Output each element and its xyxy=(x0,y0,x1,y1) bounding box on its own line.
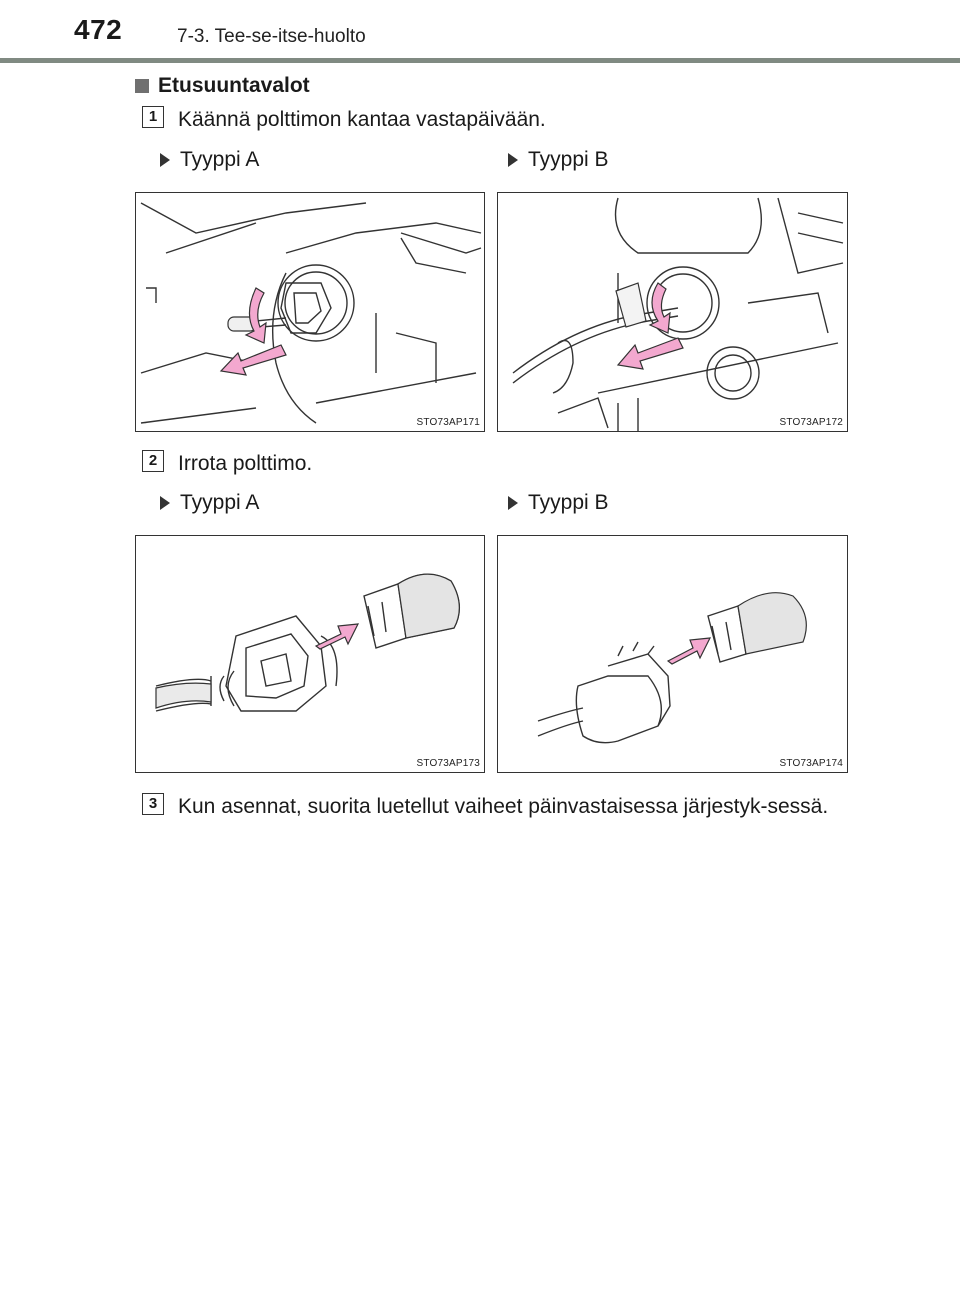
bulb-removal-illustration-b xyxy=(537,592,807,744)
step-3-text: Kun asennat, suorita luetellut vaiheet p… xyxy=(178,795,829,818)
rotate-arrow-icon xyxy=(244,287,267,344)
bulb-socket-rotate-illustration-a xyxy=(140,202,482,424)
triangle-right-icon xyxy=(160,153,170,167)
section-heading-text: Etusuuntavalot xyxy=(158,74,310,97)
section-heading: Etusuuntavalot xyxy=(135,74,310,98)
triangle-right-icon xyxy=(160,496,170,510)
figure-step2-type-b: STO73AP174 xyxy=(497,535,848,773)
bulb-removal-illustration-a xyxy=(155,573,460,712)
bulb-socket-rotate-illustration-b xyxy=(512,197,844,431)
section-path: 7-3. Tee-se-itse-huolto xyxy=(177,26,366,47)
step-badge-1: 1 xyxy=(142,106,164,128)
step-2-type-a-label: Tyyppi A xyxy=(160,491,259,515)
step-1-text: Käännä polttimon kantaa vastapäivään. xyxy=(178,108,546,131)
figure-step1-type-a: - STO73AP171 xyxy=(135,192,485,432)
rotate-arrow-icon xyxy=(648,282,671,334)
figure-code: STO73AP172 xyxy=(779,417,843,428)
header-rule xyxy=(0,58,960,63)
figure-mark: - xyxy=(144,418,147,427)
pull-arrow-icon xyxy=(616,337,684,370)
step-1-type-b-label: Tyyppi B xyxy=(508,148,609,172)
type-a-text: Tyyppi A xyxy=(180,148,260,171)
figure-code: STO73AP173 xyxy=(416,758,480,769)
step-2-type-b-label: Tyyppi B xyxy=(508,491,609,515)
page-number: 472 xyxy=(74,14,123,45)
insert-arrow-icon xyxy=(666,637,712,665)
type-b-text: Tyyppi B xyxy=(528,148,609,171)
step-2-text: Irrota polttimo. xyxy=(178,452,313,475)
triangle-right-icon xyxy=(508,153,518,167)
figure-step2-type-a: STO73AP173 xyxy=(135,535,485,773)
insert-arrow-icon xyxy=(314,623,360,650)
step-badge-2: 2 xyxy=(142,450,164,472)
figure-step1-type-b: STO73AP172 xyxy=(497,192,848,432)
step-badge-3: 3 xyxy=(142,793,164,815)
square-bullet-icon xyxy=(135,79,149,93)
triangle-right-icon xyxy=(508,496,518,510)
step-1-type-a-label: Tyyppi A xyxy=(160,148,259,172)
pull-arrow-icon xyxy=(219,344,287,376)
type-a-text: Tyyppi A xyxy=(180,491,260,514)
type-b-text: Tyyppi B xyxy=(528,491,609,514)
figure-code: STO73AP171 xyxy=(416,417,480,428)
figure-code: STO73AP174 xyxy=(779,758,843,769)
